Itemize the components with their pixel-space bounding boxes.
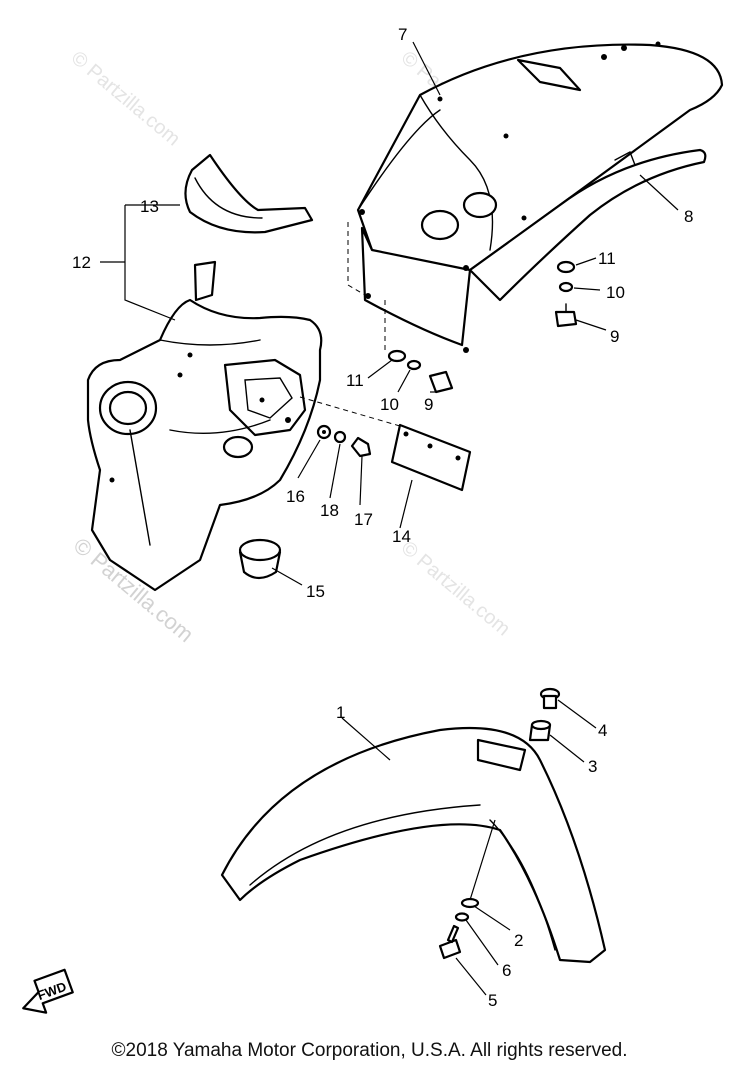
callout-labels: 7 8 13 12 11 10 9 11 10 9 16 18 17 14 15… — [72, 25, 693, 1010]
callout-16: 16 — [286, 487, 305, 506]
bolt-9-right — [554, 303, 578, 328]
callout-10-right: 10 — [606, 283, 625, 302]
copyright-notice: ©2018 Yamaha Motor Corporation, U.S.A. A… — [111, 1040, 628, 1061]
callout-5: 5 — [488, 991, 497, 1010]
callout-10-left: 10 — [380, 395, 399, 414]
lock-washer-18 — [333, 430, 347, 444]
guide-line — [347, 222, 366, 296]
callout-13: 13 — [140, 197, 159, 216]
bolt-5 — [438, 924, 462, 960]
callout-14: 14 — [392, 527, 411, 546]
callout-8: 8 — [684, 207, 693, 226]
washer-11-right — [556, 260, 576, 274]
callout-18: 18 — [320, 501, 339, 520]
callout-11-right: 11 — [598, 249, 616, 268]
washer-2 — [460, 897, 480, 909]
callout-9-left: 9 — [424, 395, 433, 414]
lock-washer-10-left — [406, 359, 422, 371]
callout-4: 4 — [598, 721, 607, 740]
callout-7: 7 — [398, 25, 407, 44]
headlight-housing-12 — [86, 298, 323, 592]
washer-11-left — [387, 349, 407, 363]
collar-3 — [528, 719, 552, 742]
inner-fender-8 — [468, 148, 707, 302]
leader-lines — [100, 41, 679, 996]
callout-3: 3 — [588, 757, 597, 776]
fwd-arrow: FWD — [22, 968, 74, 1014]
bolt-9-left — [428, 370, 454, 394]
bolt-17 — [350, 436, 372, 458]
grommet-15 — [238, 538, 282, 580]
lock-washer-6 — [454, 912, 470, 922]
rear-fender-7 — [356, 41, 724, 353]
callout-11-left: 11 — [346, 371, 364, 390]
front-fender-1 — [220, 726, 607, 964]
callout-12: 12 — [72, 253, 91, 272]
callout-17: 17 — [354, 510, 373, 529]
headlight-band-13 — [184, 153, 314, 302]
watermark-text: © Partzilla.com — [67, 47, 184, 150]
callout-9-right: 9 — [610, 327, 619, 346]
washer-16 — [316, 424, 332, 440]
lock-washer-10-right — [558, 281, 574, 293]
bolt-4 — [539, 687, 561, 710]
watermark-text: © Partzilla.com — [397, 537, 514, 640]
callout-2: 2 — [514, 931, 523, 950]
callout-6: 6 — [502, 961, 511, 980]
callout-1: 1 — [336, 703, 345, 722]
plate-bracket-14 — [390, 423, 472, 492]
callout-15: 15 — [306, 582, 325, 601]
